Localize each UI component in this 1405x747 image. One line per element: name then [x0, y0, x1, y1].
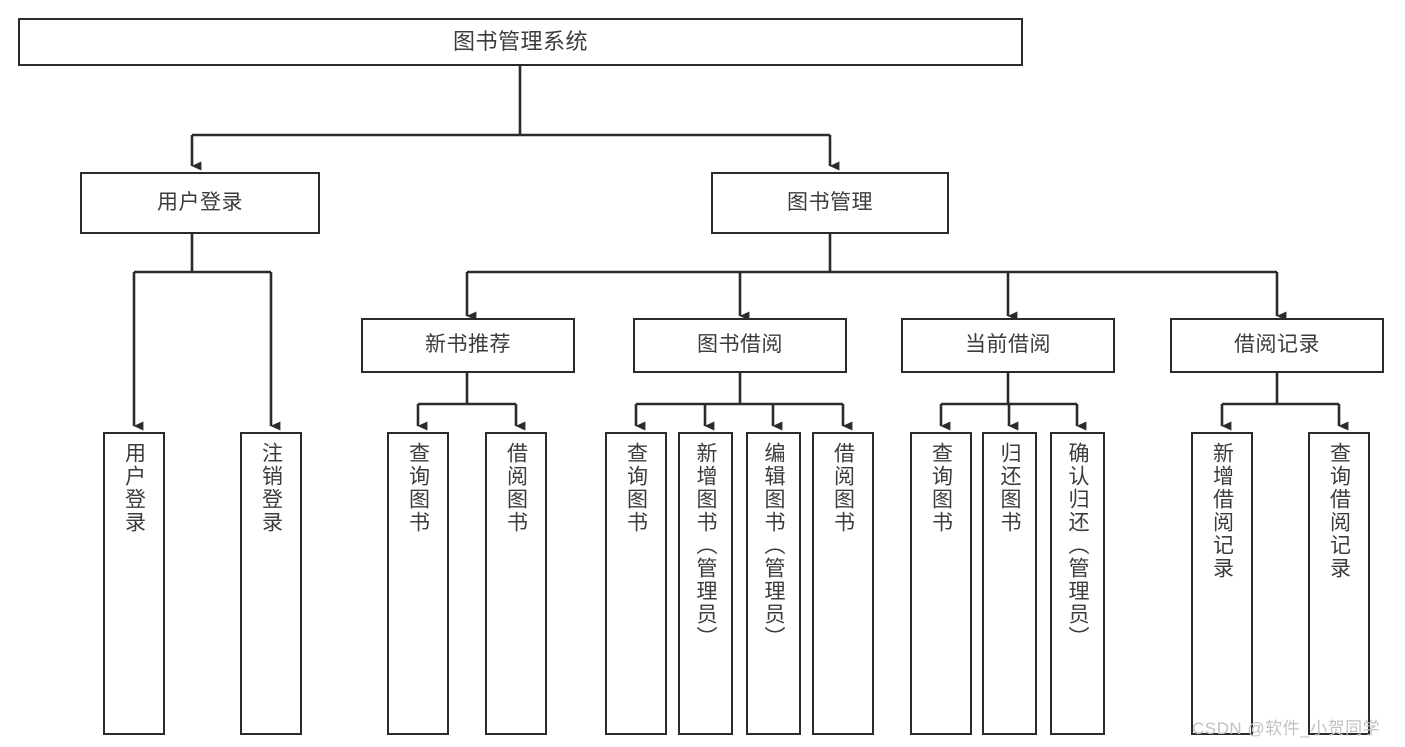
- node-label: 查询图书: [406, 442, 430, 534]
- leaf-current-borrow-confirm-admin[interactable]: 确认归还（管理员）: [1050, 432, 1105, 735]
- leaf-book-borrow-borrow[interactable]: 借阅图书: [812, 432, 874, 735]
- node-label: 用户登录: [157, 190, 243, 214]
- node-label: 注销登录: [259, 442, 283, 534]
- node-label: 新增借阅记录: [1210, 442, 1234, 580]
- node-label: 借阅图书: [504, 442, 528, 534]
- leaf-new-book-query[interactable]: 查询图书: [387, 432, 449, 735]
- node-root-book-management-system[interactable]: 图书管理系统: [18, 18, 1023, 66]
- node-book-borrow[interactable]: 图书借阅: [633, 318, 847, 373]
- node-label: 新增图书（管理员）: [694, 442, 717, 649]
- node-label: 新书推荐: [425, 333, 511, 357]
- leaf-user-login-login[interactable]: 用户登录: [103, 432, 165, 735]
- node-label: 当前借阅: [965, 333, 1051, 357]
- leaf-book-borrow-query[interactable]: 查询图书: [605, 432, 667, 735]
- node-label: 用户登录: [122, 442, 146, 534]
- node-label: 归还图书: [998, 442, 1021, 534]
- leaf-book-borrow-edit-admin[interactable]: 编辑图书（管理员）: [746, 432, 801, 735]
- node-label: 编辑图书（管理员）: [762, 442, 785, 649]
- node-label: 图书管理: [787, 190, 873, 214]
- node-current-borrow[interactable]: 当前借阅: [901, 318, 1115, 373]
- leaf-current-borrow-return[interactable]: 归还图书: [982, 432, 1037, 735]
- leaf-user-login-logout[interactable]: 注销登录: [240, 432, 302, 735]
- node-label: 图书借阅: [697, 333, 783, 357]
- node-label: 查询图书: [929, 442, 953, 534]
- node-label: 借阅图书: [831, 442, 855, 534]
- node-label: 借阅记录: [1234, 333, 1320, 357]
- node-borrow-record[interactable]: 借阅记录: [1170, 318, 1384, 373]
- node-user-login[interactable]: 用户登录: [80, 172, 320, 234]
- node-label: 查询借阅记录: [1327, 442, 1351, 580]
- csdn-watermark: CSDN @软件_小贺同学: [1192, 719, 1381, 738]
- leaf-borrow-record-add[interactable]: 新增借阅记录: [1191, 432, 1253, 735]
- leaf-new-book-borrow[interactable]: 借阅图书: [485, 432, 547, 735]
- leaf-borrow-record-query[interactable]: 查询借阅记录: [1308, 432, 1370, 735]
- node-label: 图书管理系统: [452, 29, 588, 55]
- node-book-management[interactable]: 图书管理: [711, 172, 949, 234]
- node-label: 查询图书: [624, 442, 648, 534]
- node-new-book-recommend[interactable]: 新书推荐: [361, 318, 575, 373]
- leaf-current-borrow-query[interactable]: 查询图书: [910, 432, 972, 735]
- leaf-book-borrow-add-admin[interactable]: 新增图书（管理员）: [678, 432, 733, 735]
- node-label: 确认归还（管理员）: [1066, 442, 1089, 649]
